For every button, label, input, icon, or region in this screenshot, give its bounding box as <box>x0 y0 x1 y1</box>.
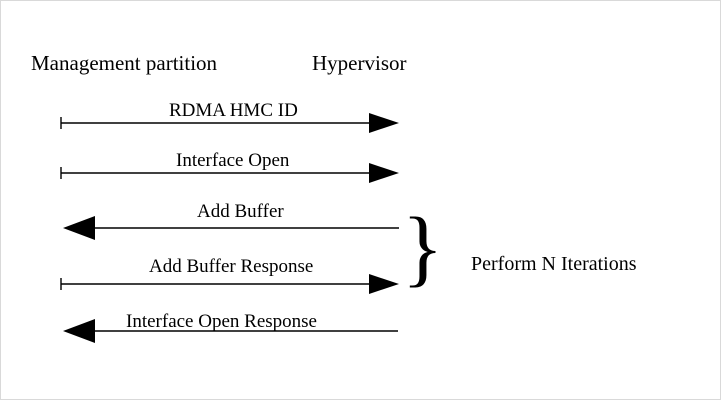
message-label-interface-open: Interface Open <box>176 150 290 171</box>
iteration-brace-icon: } <box>402 199 444 295</box>
message-label-rdma-hmc-id: RDMA HMC ID <box>169 100 298 121</box>
message-arrow-interface-open <box>60 163 399 183</box>
message-arrow-add-buffer-response <box>60 274 399 294</box>
message-label-interface-open-response: Interface Open Response <box>126 311 317 332</box>
lifeline-header-management-partition: Management partition <box>31 51 218 75</box>
message-arrow-rdma-hmc-id <box>60 113 399 133</box>
message-label-add-buffer: Add Buffer <box>197 201 284 222</box>
message-label-add-buffer-response: Add Buffer Response <box>149 256 314 277</box>
message-arrow-add-buffer <box>63 216 399 240</box>
message-arrow-interface-open-response <box>63 319 398 343</box>
lifeline-header-hypervisor: Hypervisor <box>312 51 407 75</box>
iteration-annotation-label: Perform N Iterations <box>471 253 637 275</box>
